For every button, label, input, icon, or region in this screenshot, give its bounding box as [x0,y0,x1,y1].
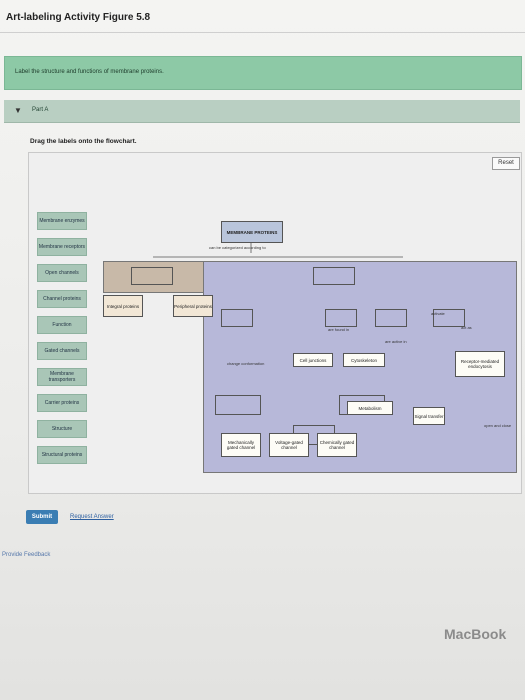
change-conformation-text: change conformation [227,361,265,366]
activate-text: activate [431,311,445,316]
receptor-endocytosis-node: Receptor-mediated endocytosis [455,351,505,377]
label-function[interactable]: Function [37,316,87,334]
drop-target-structural[interactable] [325,309,357,327]
drag-instruction: Drag the labels onto the flowchart. [30,138,137,145]
label-open-channels[interactable]: Open channels [37,264,87,282]
drop-target-function[interactable] [313,267,355,285]
label-membrane-receptors[interactable]: Membrane receptors [37,238,87,256]
found-in-text: are found in [328,327,350,332]
act-as-text: act as [461,325,472,330]
page-title: Art-labeling Activity Figure 5.8 [6,12,151,23]
label-membrane-enzymes[interactable]: Membrane enzymes [37,212,87,230]
open-close-text: open and close [484,423,512,428]
chemically-gated-node: Chemically gated channel [317,433,357,457]
drop-target-receptors[interactable] [433,309,465,327]
request-answer-link[interactable]: Request Answer [70,514,114,520]
part-a-label: Part A [32,107,49,113]
drop-target-transporters[interactable] [221,309,253,327]
peripheral-proteins-node: Peripheral proteins [173,295,213,317]
drop-target-enzymes[interactable] [375,309,407,327]
label-gated-channels[interactable]: Gated channels [37,342,87,360]
drop-target-structure[interactable] [131,267,173,285]
voltage-gated-node: Voltage-gated channel [269,433,309,457]
device-brand: MacBook [444,626,507,642]
integral-proteins-node: Integral proteins [103,295,143,317]
label-structure[interactable]: Structure [37,420,87,438]
categorized-text: can be categorized according to [209,245,266,250]
signal-transfer-node: Signal transfer [413,407,445,425]
divider [0,32,525,33]
metabolism-node: Metabolism [347,401,393,415]
active-in-text: are active in [385,339,407,344]
flowchart: MEMBRANE PROTEINS can be categorized acc… [103,215,517,475]
mechanically-gated-node: Mechanically gated channel [221,433,261,457]
submit-button[interactable]: Submit [26,510,58,524]
label-structural-proteins[interactable]: Structural proteins [37,446,87,464]
label-carrier-proteins[interactable]: Carrier proteins [37,394,87,412]
collapse-arrow-icon[interactable]: ▼ [14,106,22,115]
membrane-proteins-node: MEMBRANE PROTEINS [221,221,283,243]
part-a-header[interactable]: ▼ Part A [4,100,520,123]
cytoskeleton-node: Cytoskeleton [343,353,385,367]
reset-button[interactable]: Reset [492,157,520,170]
cell-junctions-node: Cell junctions [293,353,333,367]
instruction-text: Label the structure and functions of mem… [15,69,164,75]
drop-target-channels[interactable] [215,395,261,415]
label-channel-proteins[interactable]: Channel proteins [37,290,87,308]
label-membrane-transporters[interactable]: Membrane transporters [37,368,87,386]
provide-feedback-link[interactable]: Provide Feedback [2,552,51,558]
instruction-panel: Label the structure and functions of mem… [4,56,522,90]
